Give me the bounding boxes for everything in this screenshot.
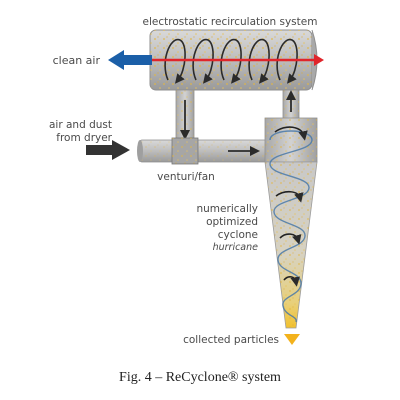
venturi-label: venturi/fan bbox=[157, 171, 215, 183]
venturi-pipe bbox=[137, 139, 269, 163]
drum-to-venturi-pipe bbox=[175, 89, 195, 149]
cyclone-brand-label: hurricane bbox=[213, 242, 259, 253]
cyclone-body bbox=[264, 117, 318, 329]
figure-caption: Fig. 4 – ReCyclone® system bbox=[119, 370, 281, 385]
left-arrow-icon bbox=[108, 50, 152, 70]
input-label-line2: from dryer bbox=[56, 132, 112, 144]
input-label-line1: air and dust bbox=[49, 119, 112, 131]
recirculation-swirls bbox=[164, 39, 298, 84]
clean-air-label: clean air bbox=[53, 54, 101, 67]
venturi-fan-junction bbox=[171, 137, 199, 165]
collected-particles-label: collected particles bbox=[183, 334, 279, 346]
clean-air-flow-line bbox=[146, 54, 324, 66]
cyclone-spiral bbox=[269, 130, 313, 323]
down-triangle-icon bbox=[284, 334, 300, 345]
cyclone-label-line1: numerically bbox=[197, 203, 259, 215]
right-arrow-icon bbox=[86, 140, 130, 160]
electrostatic-label: electrostatic recirculation system bbox=[143, 16, 318, 28]
cyclone-to-drum-pipe bbox=[282, 89, 300, 121]
cyclone-flow-arrows bbox=[274, 126, 308, 287]
cyclone-label-line2: optimized bbox=[206, 216, 258, 228]
cyclone-label-line3: cyclone bbox=[218, 229, 258, 241]
